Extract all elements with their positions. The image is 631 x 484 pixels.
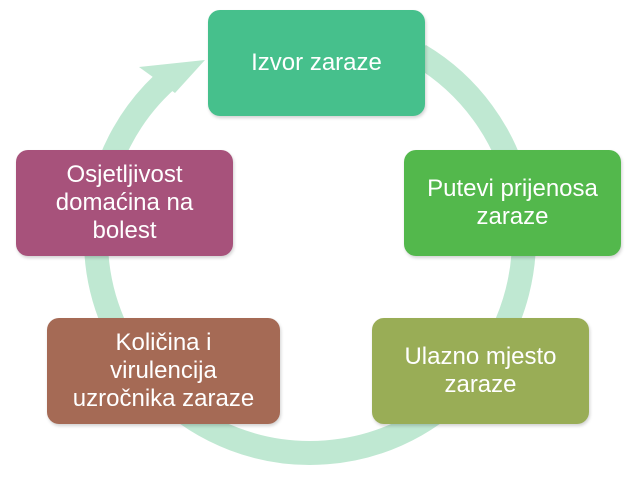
node-izvor-zaraze-label: Izvor zaraze xyxy=(251,49,382,76)
node-osjetljivost-domacina-label: Osjetljivost domaćina na bolest xyxy=(55,161,194,244)
node-kolicina-virulencija-label: Količina i virulencija uzročnika zaraze xyxy=(72,329,255,412)
node-ulazno-mjesto-label: Ulazno mjesto zaraze xyxy=(404,343,557,398)
node-izvor-zaraze: Izvor zaraze xyxy=(208,10,425,116)
node-kolicina-virulencija: Količina i virulencija uzročnika zaraze xyxy=(47,318,280,424)
node-putevi-prijenosa-label: Putevi prijenosa zaraze xyxy=(427,175,598,230)
node-ulazno-mjesto: Ulazno mjesto zaraze xyxy=(372,318,589,424)
node-osjetljivost-domacina: Osjetljivost domaćina na bolest xyxy=(16,150,233,256)
cycle-arrowhead xyxy=(139,60,205,93)
node-putevi-prijenosa: Putevi prijenosa zaraze xyxy=(404,150,621,256)
